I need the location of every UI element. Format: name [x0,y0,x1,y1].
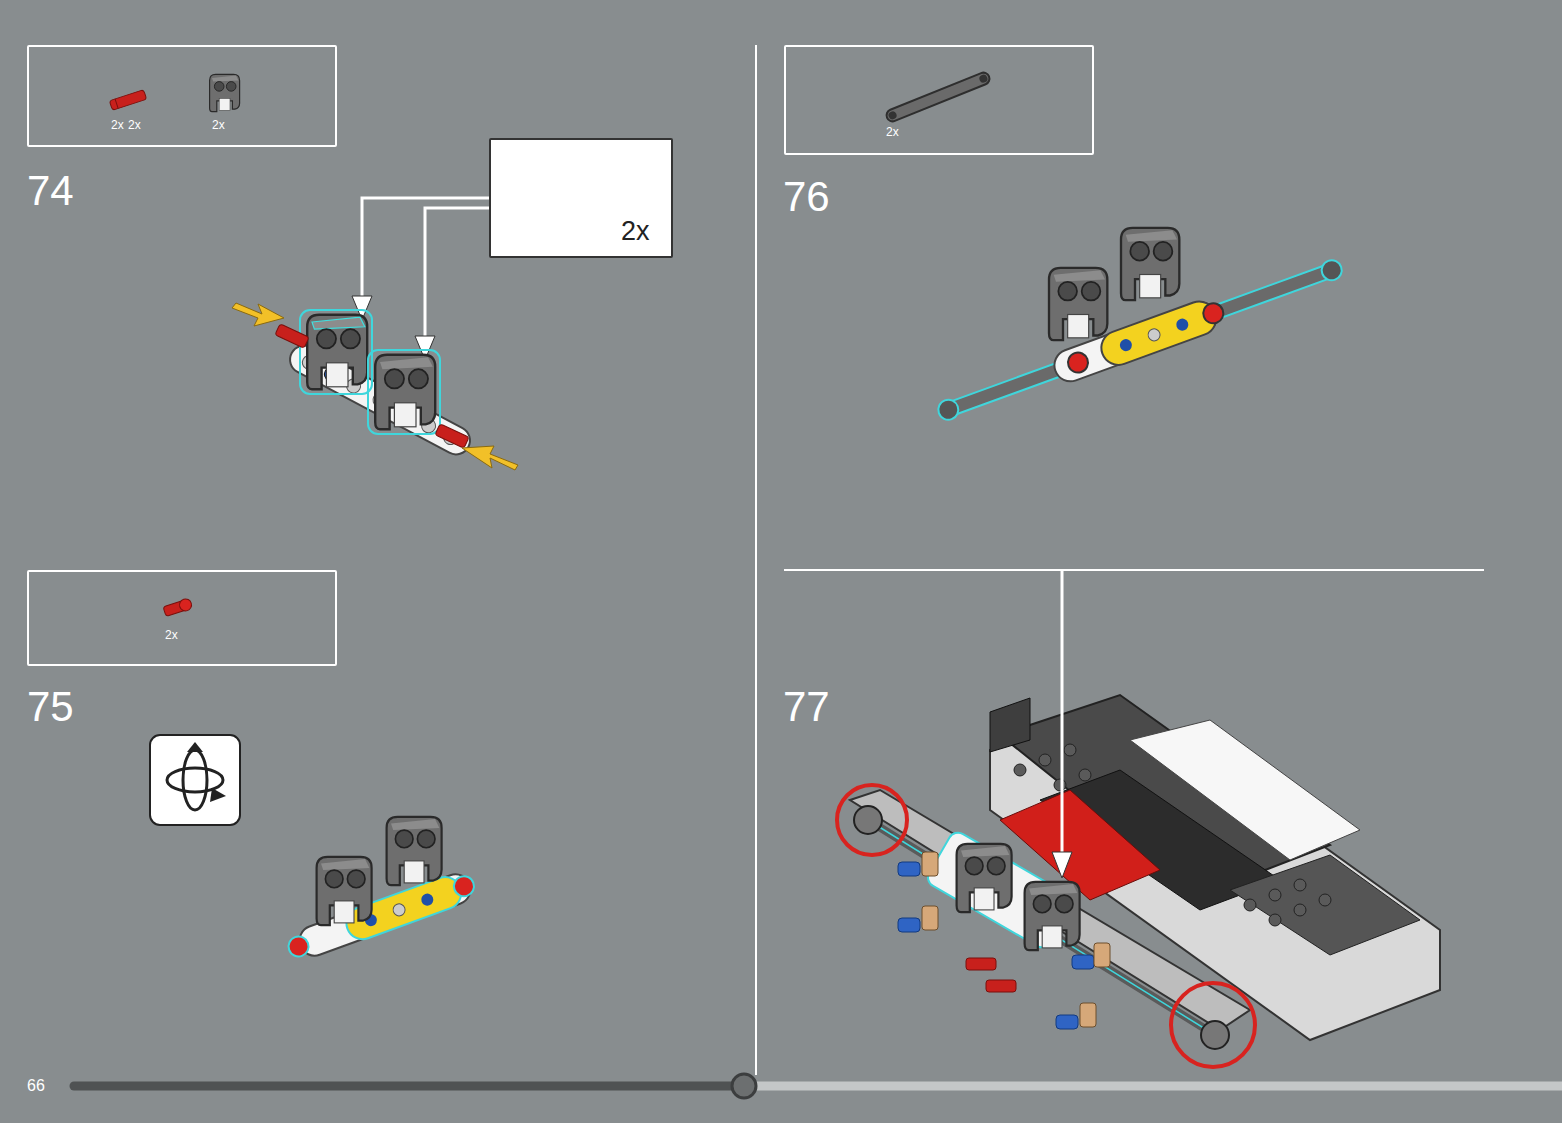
quantity-label: 2x [165,629,178,641]
page-number: 66 [27,1078,45,1094]
quantity-label: 2x [621,218,650,245]
parts-list-box: 2x 2x 2x [27,45,337,147]
parts-list-box: 2x [784,45,1094,155]
sub-assembly-callout: 2x [489,138,673,258]
quantity-label: 2x [886,126,899,138]
step-number: 77 [783,686,830,728]
quantity-label: 2x [111,119,124,131]
quantity-label: 2x [128,119,141,131]
step-number: 75 [27,686,74,728]
step-number: 76 [783,176,830,218]
quantity-label: 2x [212,119,225,131]
parts-list-box: 2x [27,570,337,666]
step-number: 74 [27,170,74,212]
